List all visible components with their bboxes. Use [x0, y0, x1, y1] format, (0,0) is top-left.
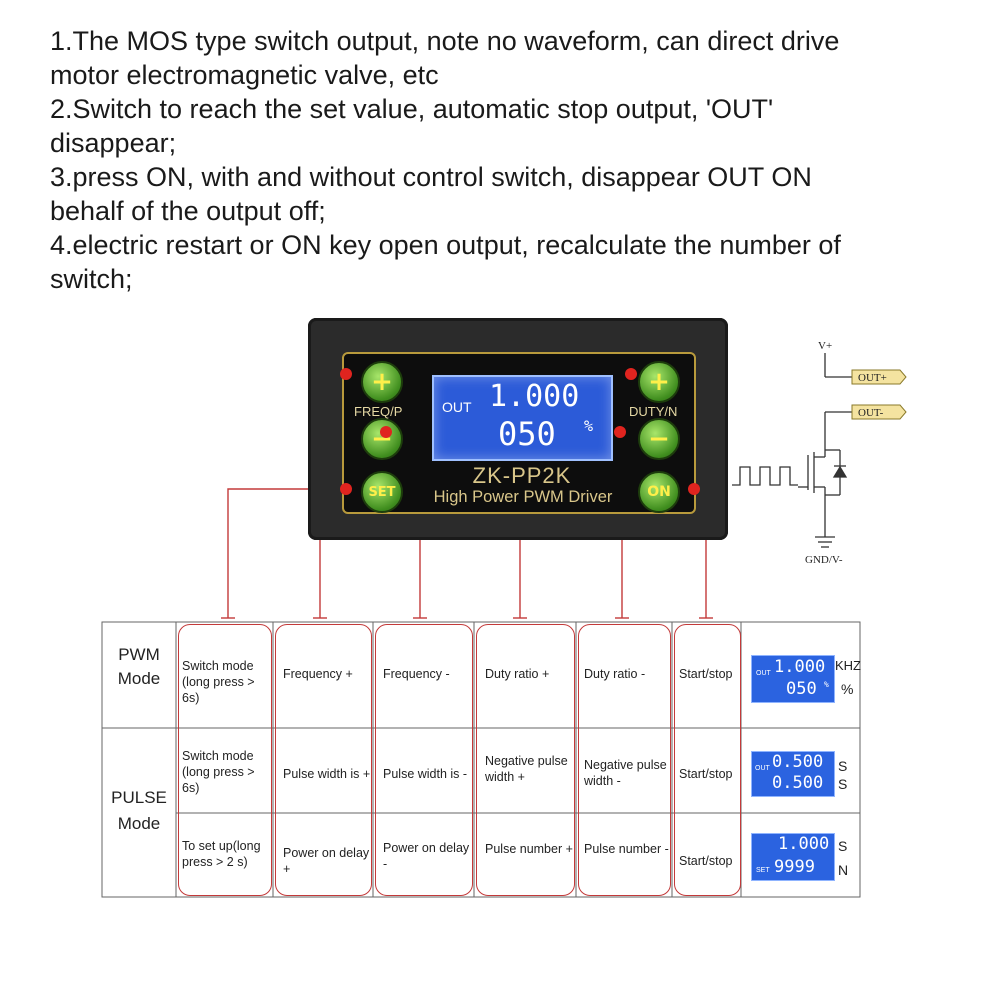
- duty-label: DUTY/N: [629, 404, 678, 419]
- model-name: ZK-PP2K: [472, 463, 572, 488]
- display-value-bottom: 0.500: [772, 773, 824, 793]
- table-cell: Start/stop: [679, 767, 733, 781]
- on-button-label: ON: [647, 484, 671, 500]
- lcd-out-indicator: OUT: [442, 399, 472, 415]
- vplus-label: V+: [818, 340, 832, 352]
- column-highlight: [178, 624, 272, 896]
- pointer-dot: [625, 368, 637, 380]
- mode-title: PWM: [118, 645, 160, 664]
- table-cell: Negative pulse width +: [485, 754, 568, 784]
- pwm-display-sample: OUT 1.000 050 %: [751, 655, 835, 703]
- table-cell: Power on delay -: [383, 841, 470, 871]
- freq-label: FREQ/P: [354, 404, 403, 419]
- model-subtitle: High Power PWM Driver: [433, 488, 613, 506]
- lcd-duty-value: 050: [498, 415, 556, 453]
- table-cell: Pulse number -: [584, 842, 669, 856]
- table-cell: Switch mode (long press > 6s): [182, 749, 255, 795]
- table-cell: Duty ratio +: [485, 667, 550, 681]
- column-highlight: [275, 624, 372, 896]
- note-line: 3.press ON, with and without control swi…: [50, 162, 812, 192]
- on-button[interactable]: ON: [638, 471, 680, 513]
- display-value-top: 1.000: [778, 834, 830, 854]
- display-unit: S: [838, 838, 848, 854]
- display-value-bottom: 9999: [774, 857, 815, 877]
- pulse-width-display-sample: OUT 0.500 0.500: [751, 751, 835, 797]
- pointer-dot: [614, 426, 626, 438]
- display-unit: KHZ: [835, 658, 861, 673]
- display-value-top: 0.500: [772, 752, 824, 772]
- note-line: 1.The MOS type switch output, note no wa…: [50, 26, 840, 56]
- display-unit: %: [841, 681, 854, 697]
- duty-minus-button[interactable]: −: [638, 418, 680, 460]
- mode-subtitle: Mode: [117, 669, 161, 688]
- note-line: 4.electric restart or ON key open output…: [50, 230, 841, 260]
- table-cell: Start/stop: [679, 854, 733, 868]
- pointer-dot: [688, 483, 700, 495]
- column-highlight: [375, 624, 473, 896]
- display-unit: S: [838, 758, 848, 774]
- plus-icon: +: [648, 367, 670, 397]
- table-cell: Duty ratio -: [584, 667, 646, 681]
- lcd-percent: %: [584, 417, 594, 435]
- set-button-label: SET: [368, 484, 396, 500]
- duty-plus-button[interactable]: +: [638, 361, 680, 403]
- note-line: behalf of the output off;: [50, 196, 326, 226]
- display-value-top: 1.000: [774, 657, 826, 677]
- table-cell: Frequency +: [283, 667, 353, 681]
- freq-plus-button[interactable]: +: [361, 361, 403, 403]
- gnd-label: GND/V-: [805, 554, 843, 566]
- table-cell: Switch mode (long press > 6s): [182, 659, 255, 705]
- table-cell: Frequency -: [383, 667, 450, 681]
- out-minus-label: OUT-: [858, 407, 884, 419]
- plus-icon: +: [371, 367, 393, 397]
- mode-title: PULSE: [111, 788, 167, 807]
- lcd-display: OUT 1.000 050 %: [432, 375, 613, 461]
- lcd-frequency-value: 1.000: [489, 379, 580, 414]
- display-unit: N: [838, 862, 849, 878]
- pointer-dot: [380, 426, 392, 438]
- pulse-count-display-sample: 1.000 SET 9999: [751, 833, 835, 881]
- pointer-dot: [340, 368, 352, 380]
- table-cell: Pulse width is +: [283, 767, 371, 781]
- pwm-mode-label: PWM Mode: [102, 645, 176, 689]
- minus-icon: −: [648, 424, 670, 454]
- pointer-dot: [340, 483, 352, 495]
- table-cell: Negative pulse width -: [584, 758, 667, 788]
- mode-subtitle: Mode: [117, 814, 161, 833]
- display-tag: OUT: [756, 670, 771, 677]
- note-line: motor electromagnetic valve, etc: [50, 60, 439, 90]
- column-highlight: [476, 624, 575, 896]
- table-cell: Pulse width is -: [383, 767, 468, 781]
- display-value-bottom: 050: [786, 679, 817, 699]
- instruction-notes: 1.The MOS type switch output, note no wa…: [50, 24, 970, 296]
- column-highlight: [674, 624, 741, 896]
- set-button[interactable]: SET: [361, 471, 403, 513]
- column-highlight: [578, 624, 671, 896]
- note-line: disappear;: [50, 128, 177, 158]
- table-cell: Start/stop: [679, 667, 733, 681]
- display-unit: S: [838, 776, 848, 792]
- table-cell: Power on delay +: [283, 846, 370, 876]
- note-line: 2.Switch to reach the set value, automat…: [50, 94, 774, 124]
- freq-minus-button[interactable]: −: [361, 418, 403, 460]
- note-line: switch;: [50, 264, 133, 294]
- output-circuit-diagram: V+ OUT+ OUT- GND/V-: [732, 340, 907, 566]
- table-cell: Pulse number +: [485, 842, 573, 856]
- out-plus-label: OUT+: [858, 372, 887, 384]
- display-tag: SET: [756, 867, 770, 874]
- display-tag: OUT: [755, 765, 770, 772]
- pulse-mode-label: PULSE Mode: [102, 788, 176, 834]
- display-percent: %: [824, 680, 829, 689]
- table-cell: To set up(long press > 2 s): [182, 839, 261, 869]
